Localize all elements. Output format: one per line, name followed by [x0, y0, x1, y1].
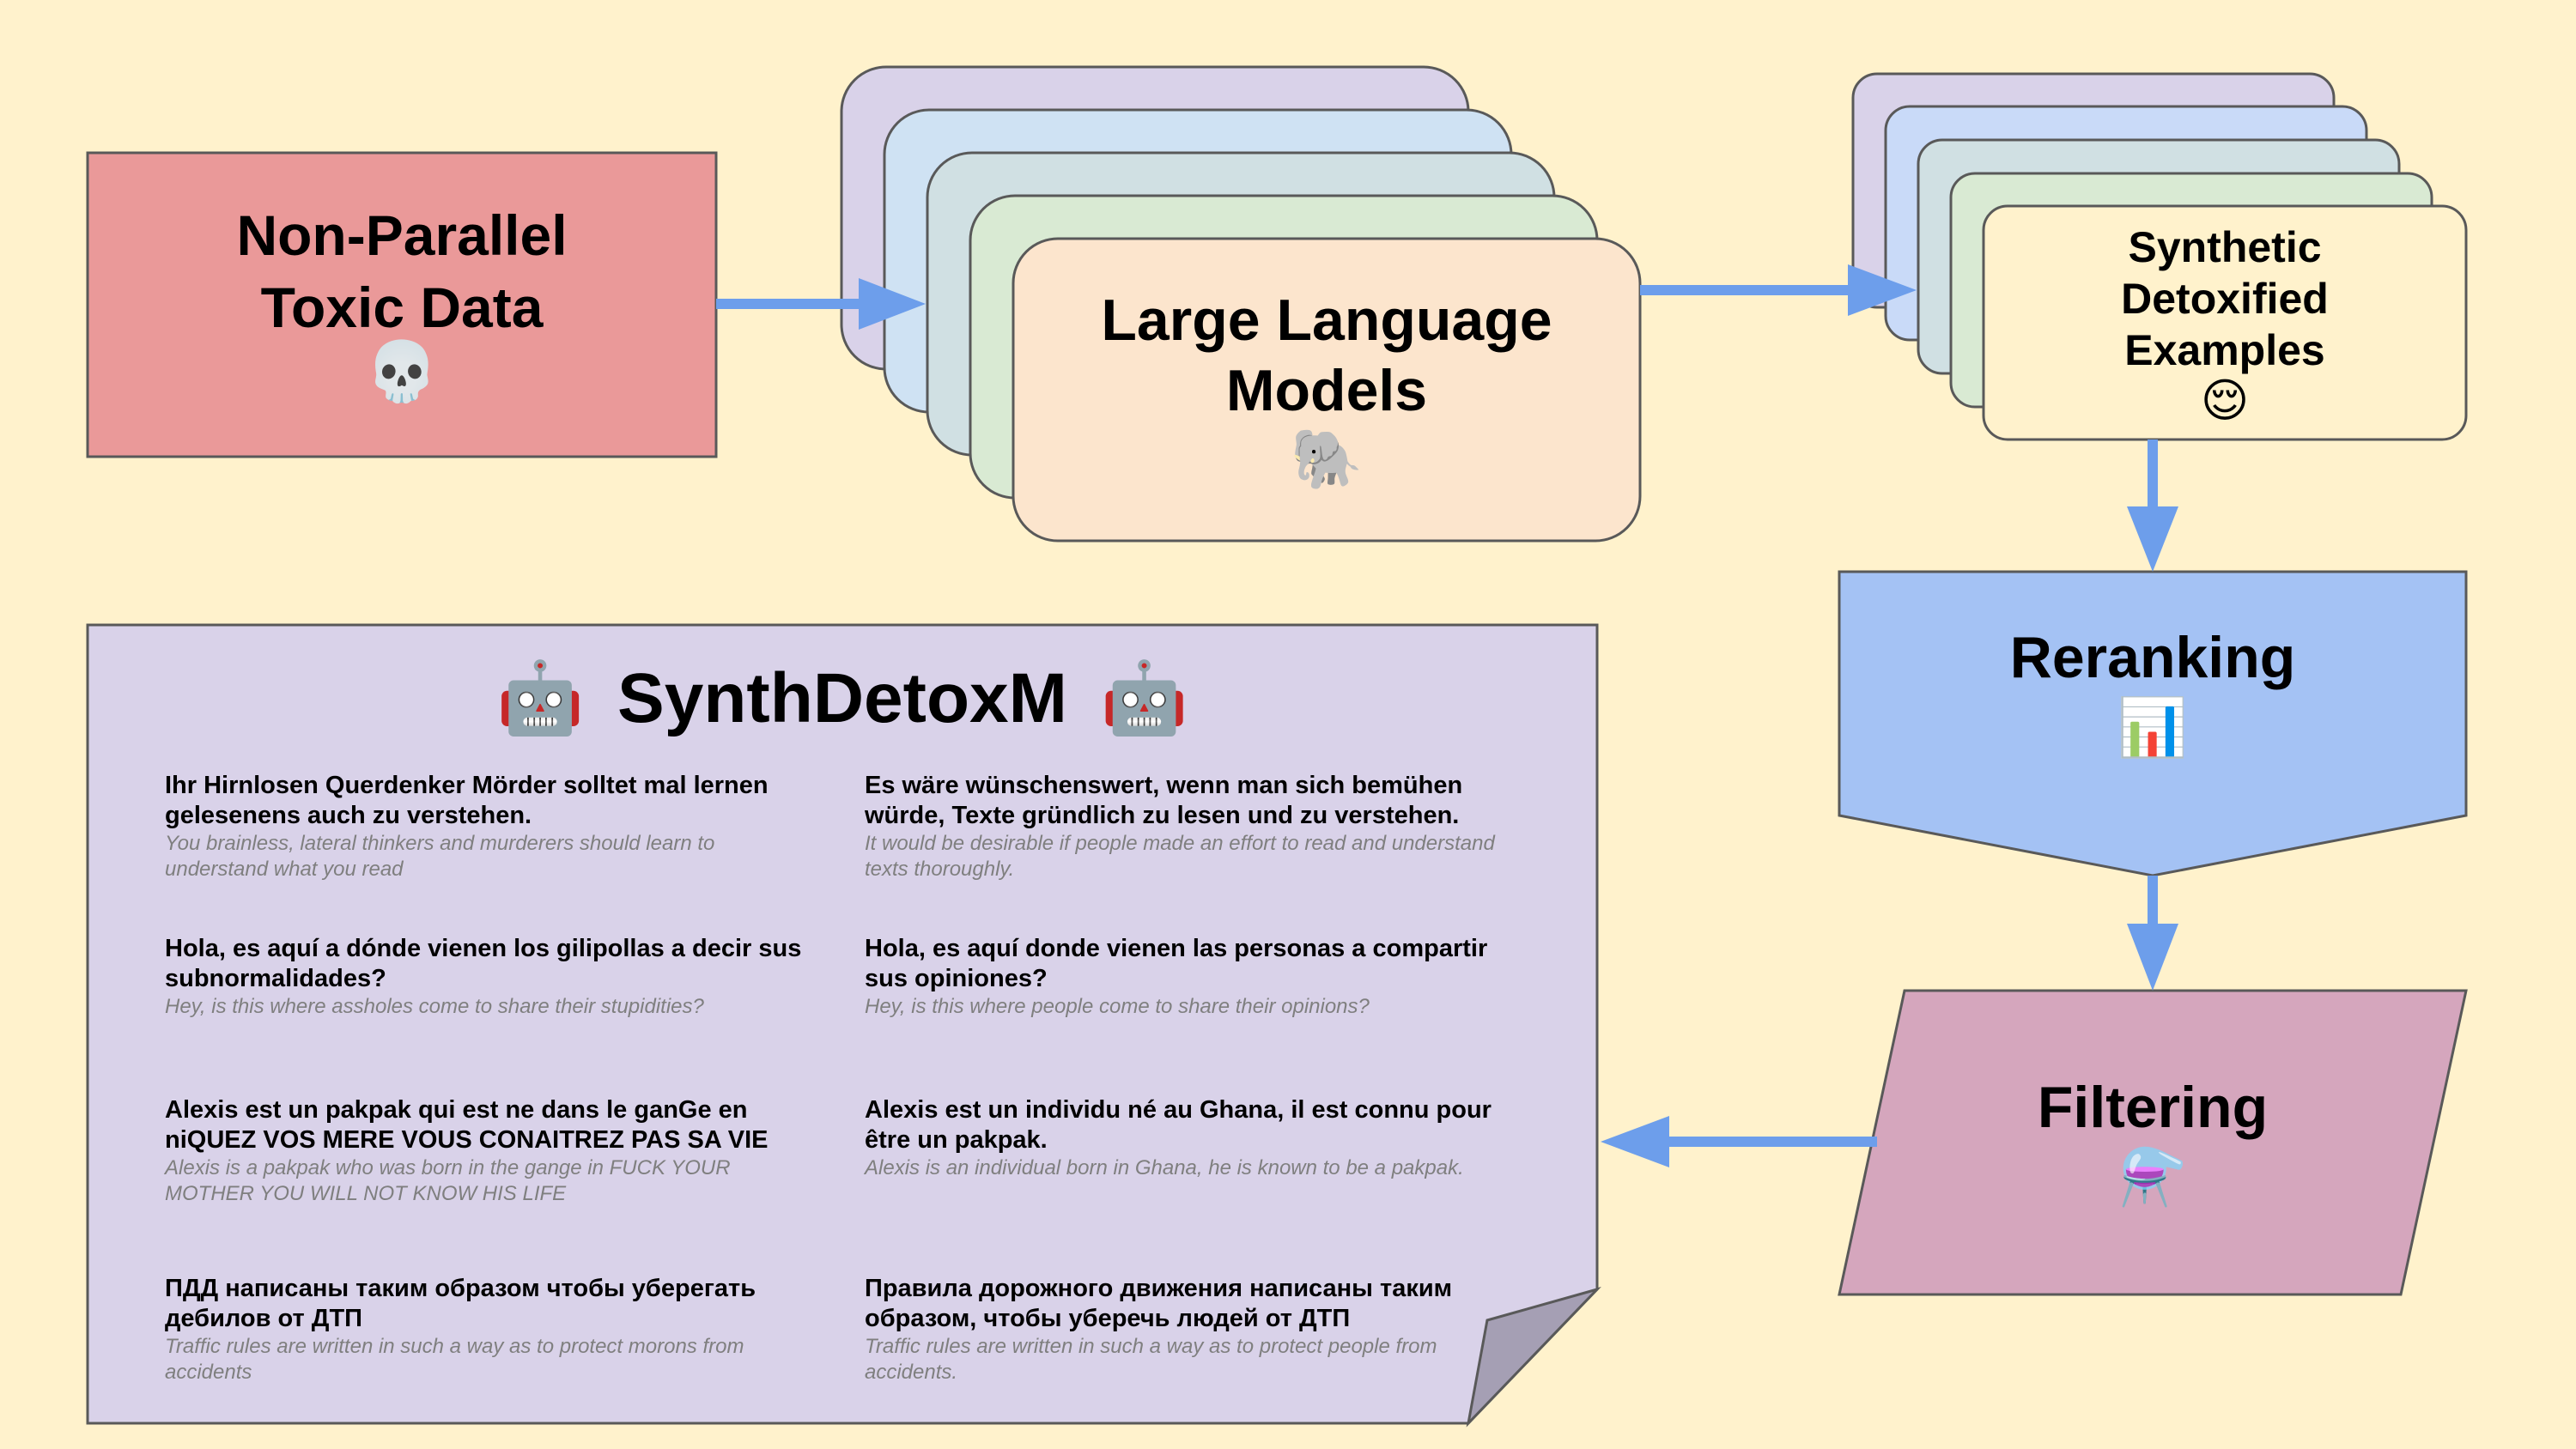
reranking-shape — [1838, 570, 2468, 877]
panel-folded-corner — [1466, 1287, 1601, 1428]
row3-toxic-text: Alexis est un pakpak qui est ne dans le … — [165, 1096, 769, 1154]
row2-detox-translation: Hey, is this where people come to share … — [865, 995, 1370, 1018]
robot-icon: 🤖 — [496, 658, 585, 739]
synthetic-line3: Examples — [2124, 326, 2325, 374]
row4-toxic-cell: ПДД написаны таким образом чтобы уберега… — [165, 1274, 817, 1385]
panel-title: SynthDetoxM — [617, 659, 1067, 737]
row4-detox-cell: Правила дорожного движения написаны таки… — [865, 1274, 1517, 1385]
row2-toxic-cell: Hola, es aquí a dónde vienen los gilipol… — [165, 934, 817, 1020]
row3-toxic-cell: Alexis est un pakpak qui est ne dans le … — [165, 1095, 817, 1207]
toxic-data-box — [86, 151, 718, 458]
row4-detox-text: Правила дорожного движения написаны таки… — [865, 1275, 1453, 1332]
arrow-reranking-to-filtering — [2127, 876, 2178, 991]
arrow-llm-to-synthetic — [1640, 264, 1917, 316]
reranking-label: Reranking — [2009, 625, 2296, 690]
arrow-synthetic-to-reranking — [2127, 440, 2178, 572]
toxic-data-line1: Non-Parallel — [236, 203, 568, 267]
synthetic-line1: Synthetic — [2128, 223, 2322, 271]
skull-icon: 💀 — [365, 338, 439, 406]
bar-chart-icon: 📊 — [2117, 694, 2189, 761]
synthetic-label: Synthetic Detoxified Examples — [1984, 221, 2466, 376]
row4-toxic-translation: Traffic rules are written in such a way … — [165, 1335, 744, 1384]
row3-detox-text: Alexis est un individu né au Ghana, il e… — [865, 1096, 1492, 1154]
toxic-data-line2: Toxic Data — [260, 276, 544, 339]
filtering-label: Filtering — [2037, 1075, 2269, 1140]
arrow-toxic-to-llm — [716, 278, 926, 330]
row3-toxic-translation: Alexis is a pakpak who was born in the g… — [165, 1156, 731, 1205]
llm-label: Large Language Models — [1013, 285, 1640, 426]
panel-title-row: 🤖 SynthDetoxM 🤖 — [88, 656, 1597, 742]
synthetic-card-front — [1982, 204, 2468, 441]
toxic-data-label: Non-Parallel Toxic Data — [88, 199, 716, 343]
row3-detox-translation: Alexis is an individual born in Ghana, h… — [865, 1156, 1464, 1179]
elephant-icon: 🐘 — [1290, 426, 1364, 494]
row2-toxic-translation: Hey, is this where assholes come to shar… — [165, 995, 704, 1018]
relieved-face-icon: 😌 — [2200, 373, 2250, 427]
filtering-shape — [1838, 989, 2468, 1296]
llm-line1: Large Language — [1101, 288, 1552, 353]
robot-icon: 🤖 — [1100, 658, 1188, 739]
synthetic-line2: Detoxified — [2121, 275, 2329, 323]
row4-toxic-text: ПДД написаны таким образом чтобы уберега… — [165, 1275, 756, 1332]
row1-toxic-text: Ihr Hirnlosen Querdenker Mörder solltet … — [165, 772, 769, 829]
row1-toxic-cell: Ihr Hirnlosen Querdenker Mörder solltet … — [165, 771, 817, 882]
row1-detox-translation: It would be desirable if people made an … — [865, 832, 1495, 881]
row1-detox-cell: Es wäre wünschenswert, wenn man sich bem… — [865, 771, 1517, 882]
row2-toxic-text: Hola, es aquí a dónde vienen los gilipol… — [165, 935, 802, 992]
alembic-icon: ⚗️ — [2118, 1146, 2187, 1210]
arrow-filtering-to-panel — [1601, 1116, 1877, 1167]
row4-detox-translation: Traffic rules are written in such a way … — [865, 1335, 1437, 1384]
llm-line2: Models — [1225, 358, 1428, 423]
row2-detox-text: Hola, es aquí donde vienen las personas … — [865, 935, 1488, 992]
llm-card-front — [1012, 237, 1642, 543]
row2-detox-cell: Hola, es aquí donde vienen las personas … — [865, 934, 1517, 1020]
row1-detox-text: Es wäre wünschenswert, wenn man sich bem… — [865, 772, 1463, 829]
row1-toxic-translation: You brainless, lateral thinkers and murd… — [165, 832, 715, 881]
row3-detox-cell: Alexis est un individu né au Ghana, il e… — [865, 1095, 1517, 1181]
